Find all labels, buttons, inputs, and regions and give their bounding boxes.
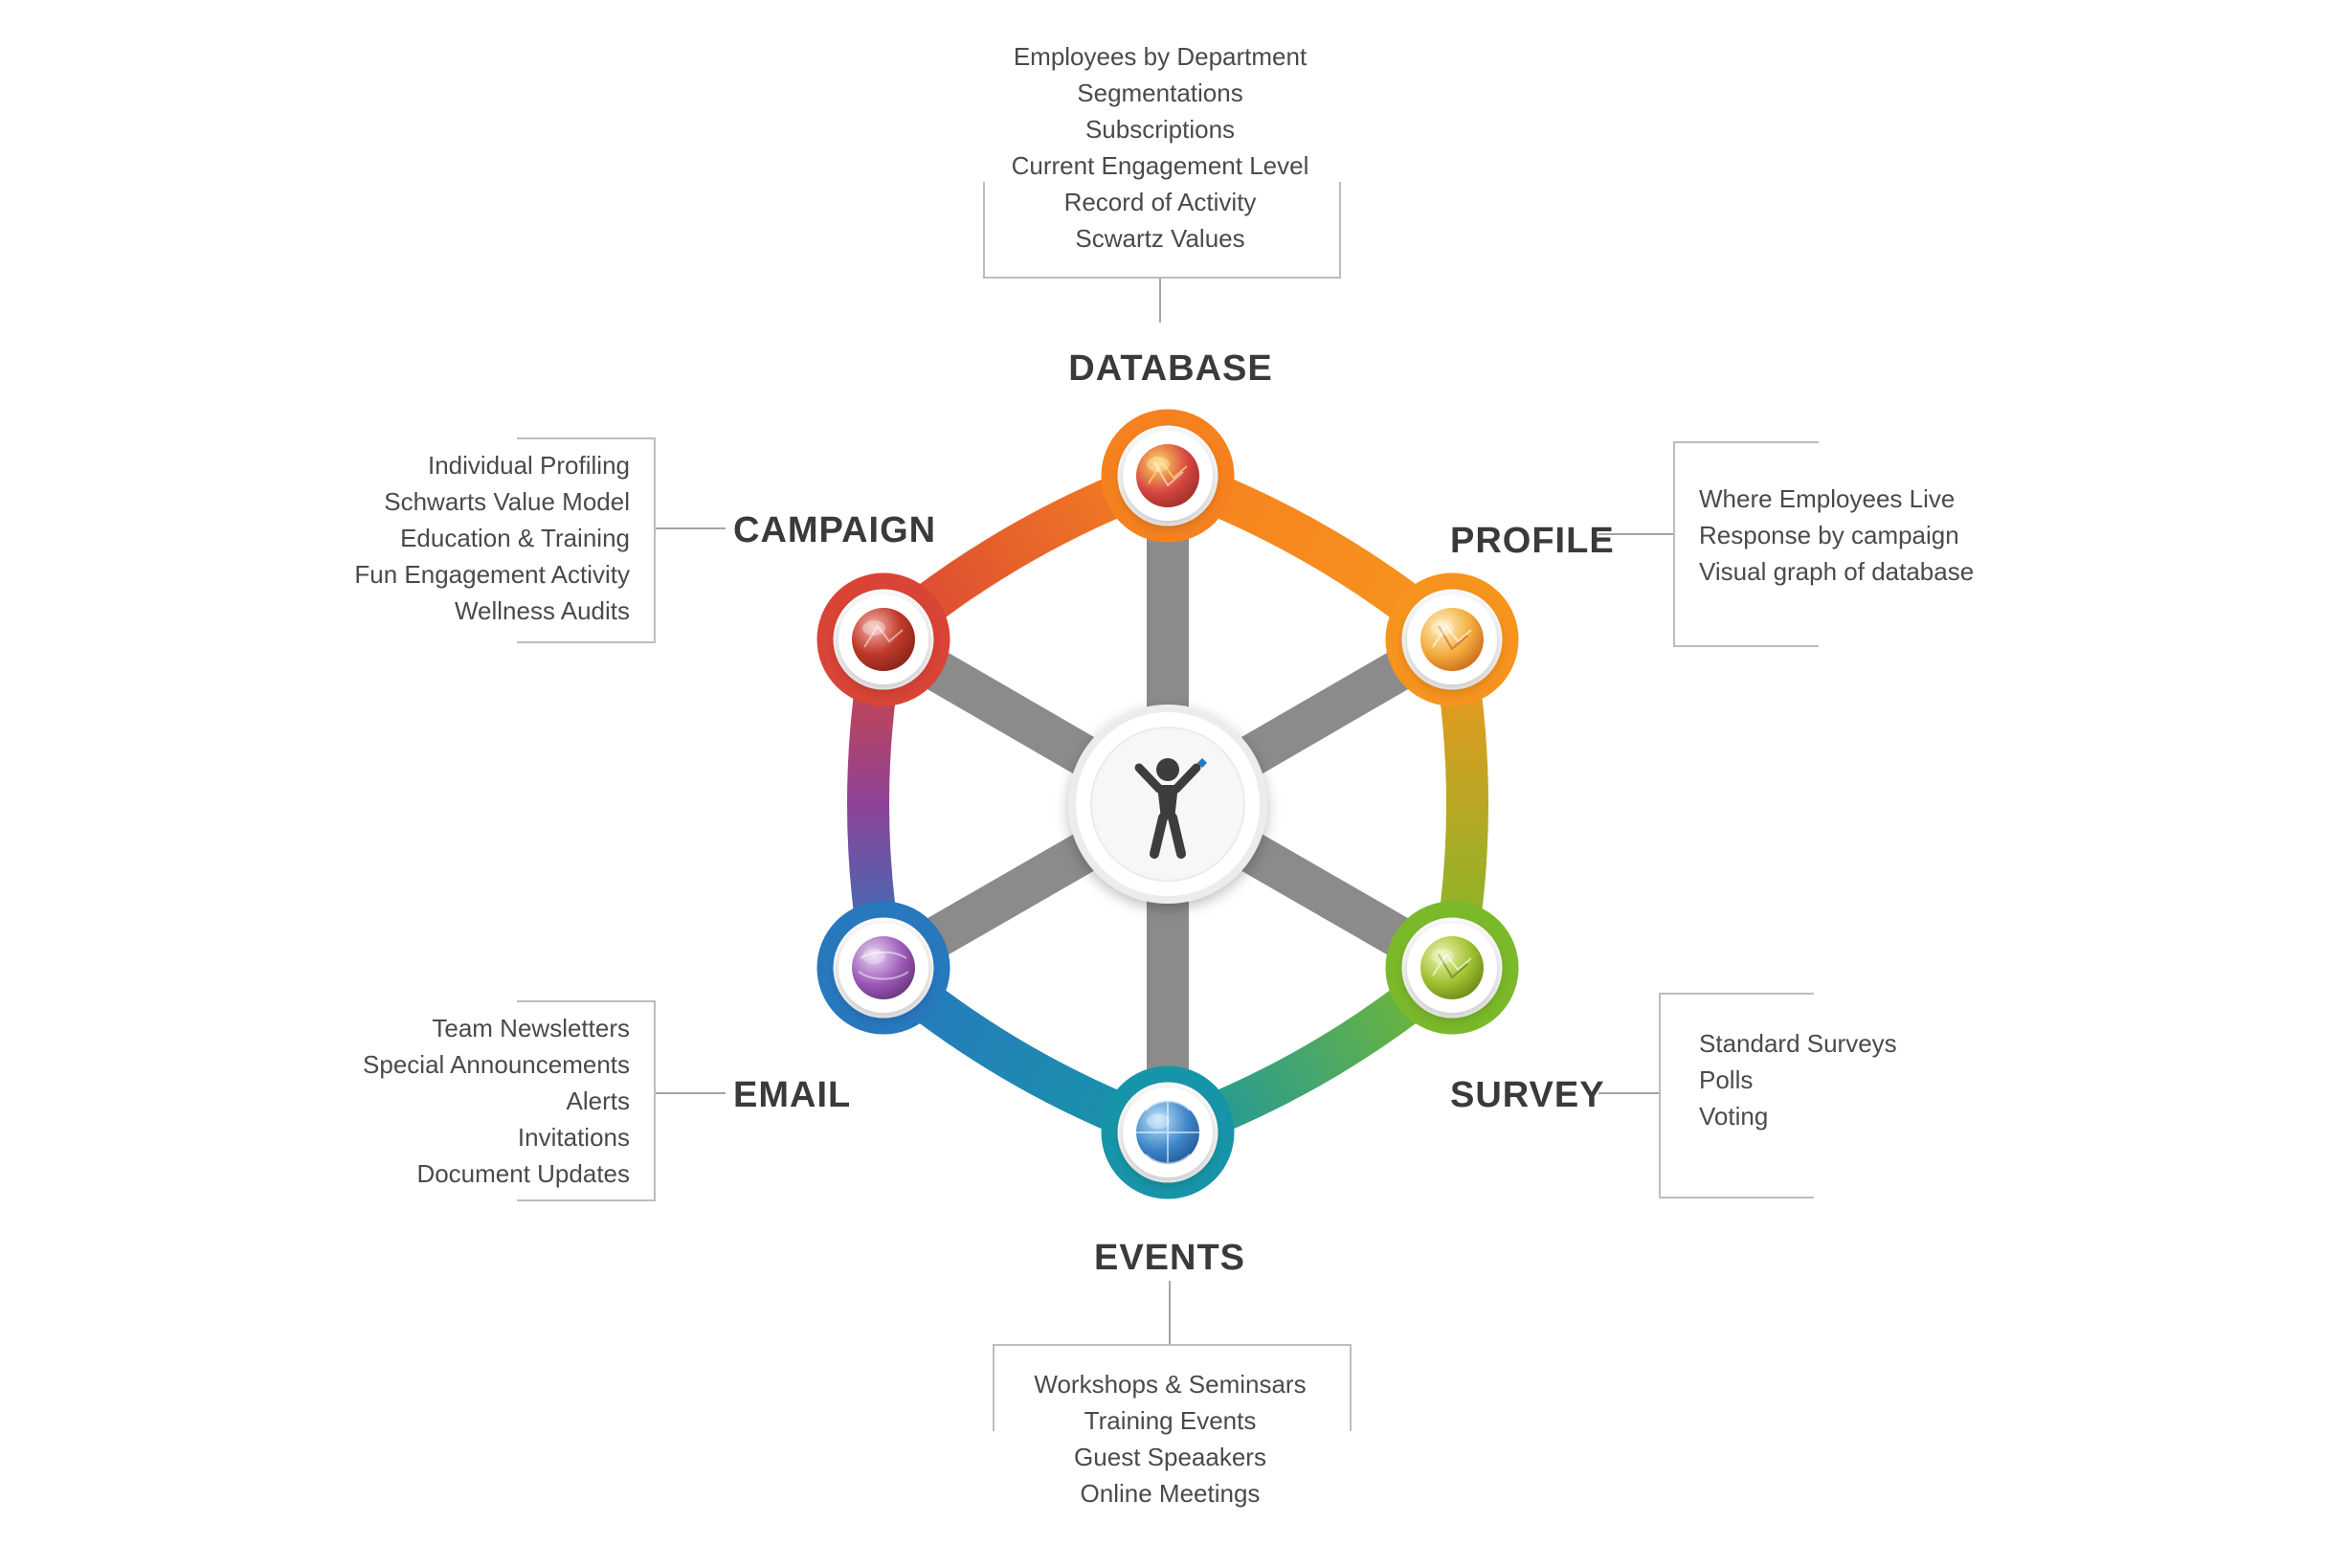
list-item: Polls xyxy=(1699,1065,1754,1094)
purple-sphere-icon xyxy=(852,936,915,999)
list-item: Visual graph of database xyxy=(1699,557,1975,586)
profile-label: PROFILE xyxy=(1450,521,1615,561)
list-item: Invitations xyxy=(517,1123,630,1152)
list-item: Where Employees Live xyxy=(1699,484,1956,513)
red-network-sphere-icon xyxy=(1136,444,1199,507)
list-item: Schwarts Value Model xyxy=(384,487,630,516)
list-item: Current Engagement Level xyxy=(1011,151,1309,180)
sparkle-icon xyxy=(1197,758,1207,768)
list-item: Voting xyxy=(1699,1102,1769,1131)
email-connector-line xyxy=(654,1092,726,1094)
list-item: Record of Activity xyxy=(1063,188,1257,216)
list-item: Subscriptions xyxy=(1084,115,1236,144)
email-items-box xyxy=(517,1000,656,1201)
person-icon xyxy=(1134,758,1207,859)
events-items: Workshops & Seminsars Training Events Gu… xyxy=(993,1366,1348,1512)
list-item: Wellness Audits xyxy=(454,596,630,625)
list-item: Individual Profiling xyxy=(427,451,630,480)
list-item: Fun Engagement Activity xyxy=(354,560,630,589)
email-label: EMAIL xyxy=(733,1075,852,1115)
database-items: Employees by Department Segmentations Su… xyxy=(983,38,1337,257)
profile-items-box xyxy=(1673,441,1819,647)
survey-node xyxy=(1385,901,1519,1035)
orange-network-sphere-icon xyxy=(1420,608,1484,671)
list-item: Scwartz Values xyxy=(1075,224,1245,253)
campaign-items: Individual Profiling Schwarts Value Mode… xyxy=(335,447,630,629)
list-item: Education & Training xyxy=(400,524,630,552)
survey-items: Standard Surveys Polls Voting xyxy=(1699,1025,2005,1134)
center-hub xyxy=(1068,705,1267,904)
events-items-box xyxy=(993,1344,1352,1431)
list-item: Special Announcements xyxy=(363,1050,630,1079)
list-item: Training Events xyxy=(1084,1406,1257,1435)
list-item: Alerts xyxy=(566,1086,630,1115)
blue-globe-sphere-icon xyxy=(1136,1100,1199,1165)
survey-connector-line xyxy=(1598,1092,1659,1094)
campaign-connector-line xyxy=(654,527,726,529)
campaign-items-box xyxy=(517,437,656,643)
events-connector-line xyxy=(1169,1281,1171,1344)
list-item: Workshops & Seminsars xyxy=(1034,1370,1307,1399)
list-item: Document Updates xyxy=(416,1159,630,1188)
survey-items-box xyxy=(1659,993,1814,1198)
campaign-node xyxy=(816,572,950,706)
events-node xyxy=(1101,1065,1235,1199)
profile-items: Where Employees Live Response by campaig… xyxy=(1699,481,2044,590)
database-node xyxy=(1101,409,1235,543)
list-item: Employees by Department xyxy=(1013,42,1308,71)
email-node xyxy=(816,901,950,1035)
list-item: Standard Surveys xyxy=(1699,1029,1897,1058)
list-item: Online Meetings xyxy=(1080,1479,1261,1508)
database-items-box xyxy=(983,182,1341,279)
email-items: Team Newsletters Special Announcements A… xyxy=(335,1010,630,1192)
list-item: Team Newsletters xyxy=(432,1014,630,1042)
list-item: Segmentations xyxy=(1077,78,1243,107)
list-item: Guest Speaakers xyxy=(1074,1443,1266,1471)
events-label: EVENTS xyxy=(1093,1238,1246,1278)
database-connector-line xyxy=(1159,277,1161,323)
survey-label: SURVEY xyxy=(1450,1075,1605,1115)
database-label: DATABASE xyxy=(1068,348,1273,389)
green-network-sphere-icon xyxy=(1420,936,1484,999)
campaign-label: CAMPAIGN xyxy=(733,510,937,550)
profile-connector-line xyxy=(1598,533,1673,535)
profile-node xyxy=(1385,572,1519,706)
list-item: Response by campaign xyxy=(1699,521,1959,549)
red-sphere-icon xyxy=(852,608,915,671)
